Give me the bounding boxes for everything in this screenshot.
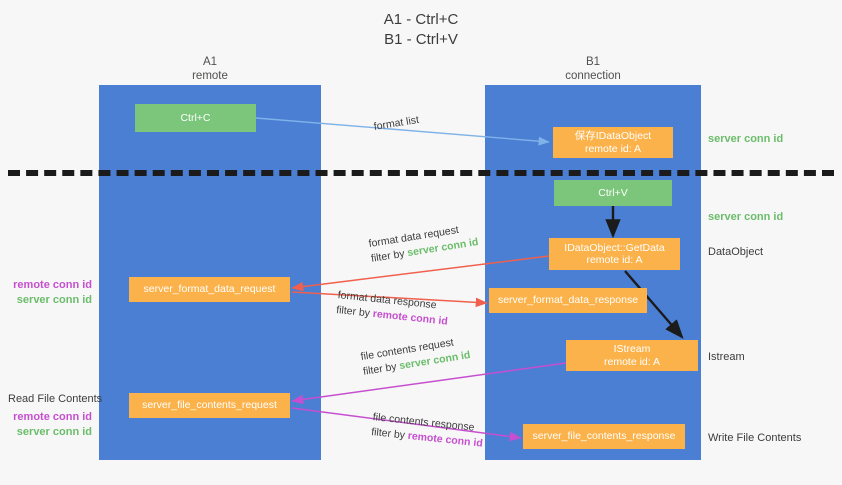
node-istream[interactable]: IStream remote id: A [566,340,698,371]
node-server-file-contents-request[interactable]: server_file_contents_request [129,393,290,418]
edge-label-format-data-request: format data request filter by server con… [368,220,480,267]
node-idataobject-getdata[interactable]: IDataObject::GetData remote id: A [549,238,680,270]
page-title: A1 - Ctrl+C B1 - Ctrl+V [383,11,459,48]
lane-header-b1: B1 connection [565,56,621,82]
conn-remote-id-file: remote conn id [13,411,92,423]
edge-label-format-data-response: format data response filter by remote co… [335,288,450,330]
conn-server-id-format: server conn id [16,293,92,306]
filter-prefix-4: filter by [370,425,409,442]
edge-label-file-contents-response: file contents response filter by remote … [370,410,485,452]
node-server-format-data-response[interactable]: server_format_data_response [489,288,647,313]
node-server-file-contents-response[interactable]: server_file_contents_response [523,424,685,449]
conn-block-file: remote conn id server conn id [0,410,92,439]
edge-label-format-list: format list [372,113,420,133]
lane-header-a1: A1 remote [192,56,228,82]
node-ctrl-c[interactable]: Ctrl+C [135,104,256,132]
filter-prefix-2: filter by [335,303,374,320]
label-read-file-contents: Read File Contents [8,393,103,405]
node-save-idataobject[interactable]: 保存IDataObject remote id: A [553,127,673,158]
label-dataobject: DataObject [708,246,764,258]
conn-server-id-file: server conn id [16,425,92,438]
conn-remote-id-format: remote conn id [13,279,92,291]
node-ctrl-v[interactable]: Ctrl+V [554,180,672,206]
label-server-conn-id-paste: server conn id [708,211,784,223]
label-istream: Istream [708,351,745,363]
label-write-file-contents: Write File Contents [708,432,802,444]
phase-divider [8,170,834,176]
conn-block-format: remote conn id server conn id [0,278,92,307]
label-server-conn-id-top: server conn id [708,133,784,145]
edge-label-file-contents-request: file contents request filter by server c… [360,333,472,380]
node-server-format-data-request[interactable]: server_format_data_request [129,277,290,302]
